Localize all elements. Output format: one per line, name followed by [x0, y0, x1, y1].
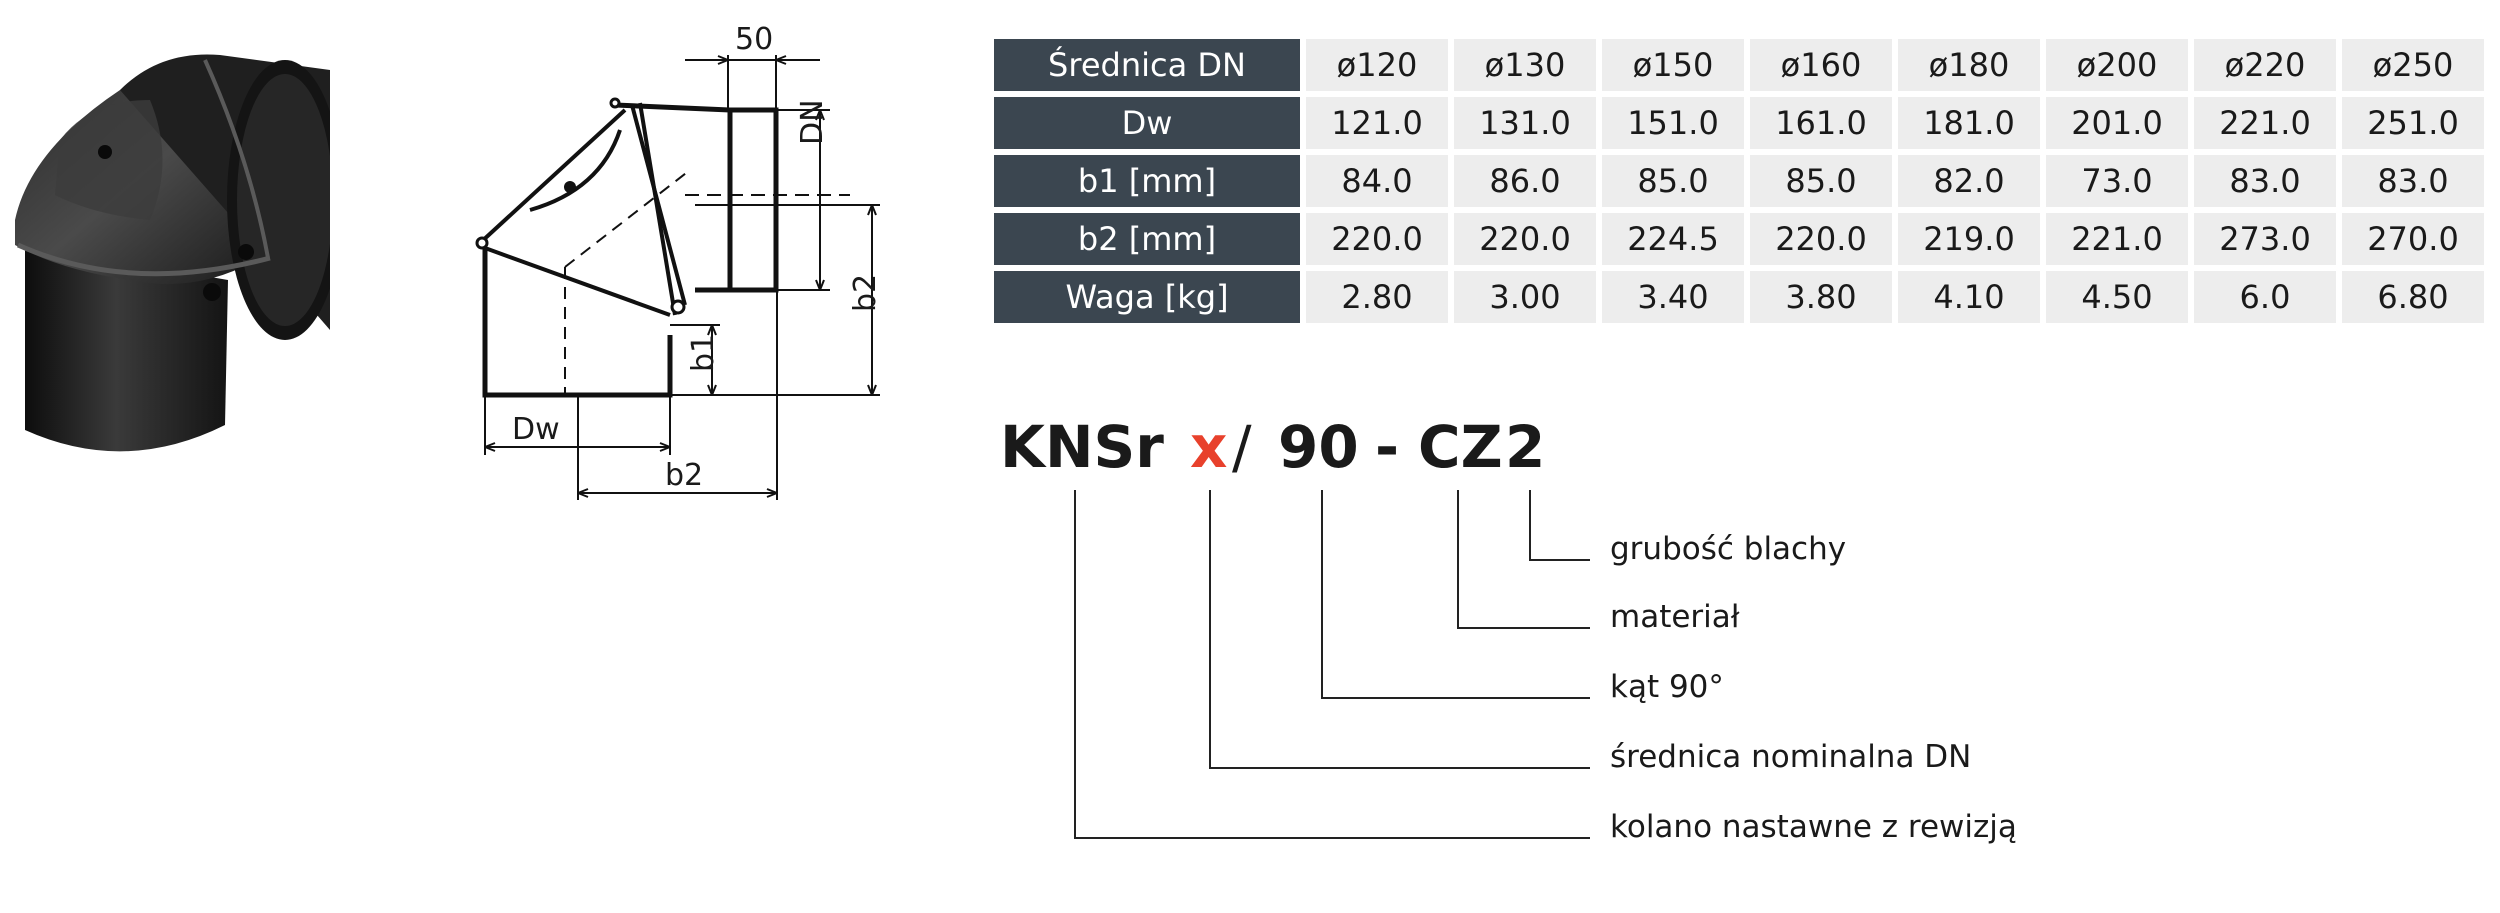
- table-row-header: Średnica DN ø120 ø130 ø150 ø160 ø180 ø20…: [994, 39, 2484, 91]
- column-header: ø150: [1602, 39, 1744, 91]
- dim-label-50: 50: [735, 22, 774, 57]
- table-cell: 273.0: [2194, 213, 2336, 265]
- legend-connectors: [1074, 490, 1590, 839]
- table-cell: 6.0: [2194, 271, 2336, 323]
- table-cell: 86.0: [1454, 155, 1596, 207]
- connector-type: [1074, 490, 1590, 839]
- table-cell: 220.0: [1454, 213, 1596, 265]
- table-cell: 3.80: [1750, 271, 1892, 323]
- legend-label-material: materiał: [1610, 599, 1740, 635]
- code-prefix: KNSr: [1000, 413, 1164, 481]
- table-cell: 221.0: [2194, 97, 2336, 149]
- dim-label-dw: Dw: [512, 412, 560, 447]
- table-cell: 4.50: [2046, 271, 2188, 323]
- table-cell: 121.0: [1306, 97, 1448, 149]
- dim-label-b2-right: b2: [848, 273, 883, 312]
- code-variable: x: [1190, 413, 1228, 481]
- table-cell: 270.0: [2342, 213, 2484, 265]
- table-cell: 82.0: [1898, 155, 2040, 207]
- connector-angle: [1321, 490, 1590, 699]
- table-cell: 220.0: [1750, 213, 1892, 265]
- legend-label-thickness: grubość blachy: [1610, 531, 1847, 567]
- legend-label-type: kolano nastawne z rewizją: [1610, 809, 2017, 845]
- table-cell: 131.0: [1454, 97, 1596, 149]
- code-thickness: 2: [1505, 413, 1546, 481]
- code-material: CZ: [1418, 413, 1503, 481]
- table-cell: 3.40: [1602, 271, 1744, 323]
- row-header: Średnica DN: [994, 39, 1300, 91]
- row-header: b1 [mm]: [994, 155, 1300, 207]
- table-row: b1 [mm] 84.0 86.0 85.0 85.0 82.0 73.0 83…: [994, 155, 2484, 207]
- table-cell: 4.10: [1898, 271, 2040, 323]
- row-header: Dw: [994, 97, 1300, 149]
- connector-thickness: [1529, 490, 1590, 561]
- table-cell: 201.0: [2046, 97, 2188, 149]
- table-cell: 83.0: [2194, 155, 2336, 207]
- column-header: ø180: [1898, 39, 2040, 91]
- connector-diameter: [1209, 490, 1590, 769]
- product-image-elbow: [15, 54, 330, 452]
- table-cell: 3.00: [1454, 271, 1596, 323]
- column-header: ø200: [2046, 39, 2188, 91]
- legend-label-diameter: średnica nominalna DN: [1610, 739, 1972, 775]
- table-cell: 224.5: [1602, 213, 1744, 265]
- code-slash: /: [1232, 413, 1252, 481]
- dim-label-b1: b1: [686, 333, 721, 372]
- spec-table: Średnica DN ø120 ø130 ø150 ø160 ø180 ø20…: [988, 33, 2490, 329]
- table-row: Waga [kg] 2.80 3.00 3.40 3.80 4.10 4.50 …: [994, 271, 2484, 323]
- column-header: ø130: [1454, 39, 1596, 91]
- column-header: ø160: [1750, 39, 1892, 91]
- table-cell: 83.0: [2342, 155, 2484, 207]
- code-dash: -: [1375, 413, 1400, 481]
- column-header: ø220: [2194, 39, 2336, 91]
- dim-label-b2-bottom: b2: [665, 458, 704, 493]
- table-cell: 219.0: [1898, 213, 2040, 265]
- table-cell: 2.80: [1306, 271, 1448, 323]
- column-header: ø250: [2342, 39, 2484, 91]
- table-cell: 73.0: [2046, 155, 2188, 207]
- dim-label-dn: DN: [795, 99, 830, 145]
- technical-drawing: [475, 55, 880, 500]
- table-cell: 6.80: [2342, 271, 2484, 323]
- connector-material: [1457, 490, 1590, 629]
- table-row: b2 [mm] 220.0 220.0 224.5 220.0 219.0 22…: [994, 213, 2484, 265]
- row-header: Waga [kg]: [994, 271, 1300, 323]
- table-cell: 85.0: [1750, 155, 1892, 207]
- table-cell: 161.0: [1750, 97, 1892, 149]
- table-cell: 221.0: [2046, 213, 2188, 265]
- row-header: b2 [mm]: [994, 213, 1300, 265]
- table-cell: 85.0: [1602, 155, 1744, 207]
- column-header: ø120: [1306, 39, 1448, 91]
- table-cell: 220.0: [1306, 213, 1448, 265]
- code-angle: 90: [1278, 413, 1359, 481]
- table-cell: 181.0: [1898, 97, 2040, 149]
- table-cell: 84.0: [1306, 155, 1448, 207]
- table-row: Dw 121.0 131.0 151.0 161.0 181.0 201.0 2…: [994, 97, 2484, 149]
- legend-label-angle: kąt 90°: [1610, 669, 1724, 705]
- table-cell: 251.0: [2342, 97, 2484, 149]
- table-cell: 151.0: [1602, 97, 1744, 149]
